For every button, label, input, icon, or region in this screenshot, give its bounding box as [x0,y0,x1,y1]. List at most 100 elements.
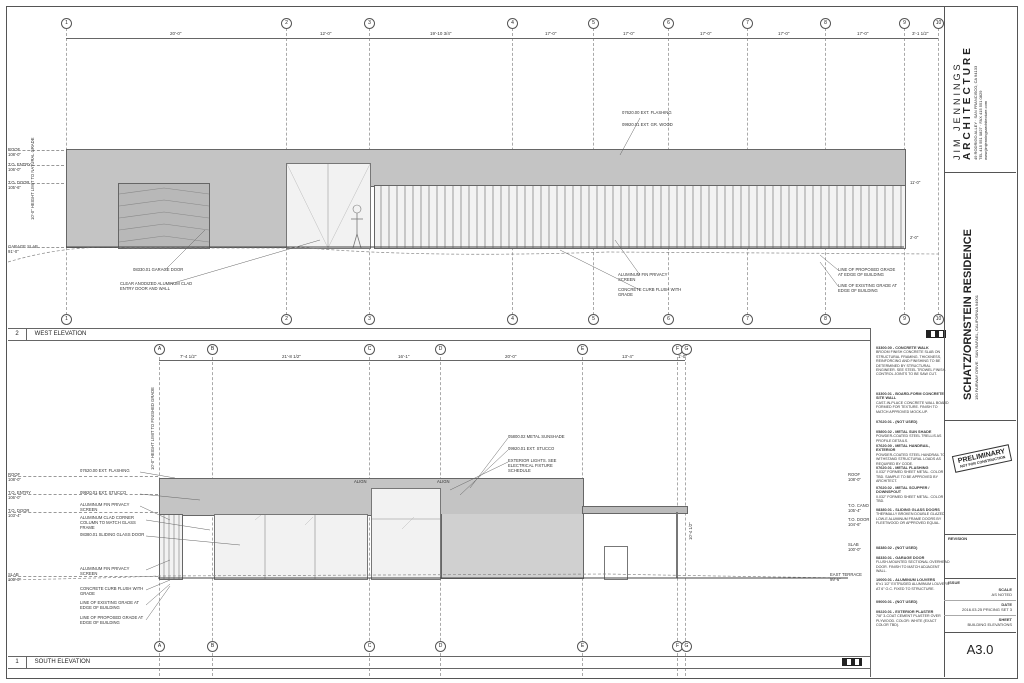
level-value: 105'-6" [8,185,21,190]
view-title: WEST ELEVATION [34,331,87,337]
scale-value: AS NOTED [991,592,1012,597]
level-value: 99'-6" [830,577,841,582]
entry-glazing [286,163,371,249]
level-name: T.O. DOOR [8,180,30,185]
dimension-label: 16'-1" [398,354,410,359]
dimension-label: 17'-0" [700,31,712,36]
west-elevation-title: 2 WEST ELEVATION [8,328,870,341]
level-value: 100'-0" [8,577,21,582]
dimension-label: 19'-10 3/4" [430,31,452,36]
level-value: 108'-0" [8,152,21,157]
callout-curb: CONCRETE CURB FLUSH WITH GRADE [80,586,144,596]
scale-label: SCALE [998,587,1012,592]
firm-name: JIM JENNINGS [952,61,962,160]
level-name: ROOF [848,472,861,477]
grid-bubble: 6 [663,18,674,29]
sheet-number: A3.0 [966,642,994,657]
west-upper-wall [66,149,906,187]
vertical-dimension: 10'-4 1/2" [688,522,693,540]
dimension-label: 17'-0" [857,31,869,36]
sheet-label: SHEET [998,617,1012,622]
dimension-label: 17'-0" [623,31,635,36]
drawing-sheet [6,6,1018,679]
dimension-label: 21'-8 1/2" [282,354,301,359]
date-value: 2016.03.25 PRICING SET 3 [962,607,1012,612]
grid-bubble: 7 [742,18,753,29]
dimension-label: 20'-0" [170,31,182,36]
level-value: 103'-4" [8,513,21,518]
project-block: SCHATZ/ORNSTEIN RESIDENCE 150 FAIRWAY DR… [962,229,979,400]
level-name: T.O. ENTRY [8,162,31,167]
revision-label: REVISION [948,536,968,541]
level-name: ROOF [8,147,21,152]
callout-metal-sunshade: 05800.02 METAL SUNSHADE [508,434,565,439]
level-name: T.O. DOOR [8,508,30,513]
grid-bubble: C [364,344,375,355]
project-name: SCHATZ/ORNSTEIN RESIDENCE [962,229,974,400]
grid-bubble: 2 [281,18,292,29]
grid-bubble: A [154,641,165,652]
grid-bubble: 7 [742,314,753,325]
grid-bubble: B [207,344,218,355]
grid-bubble: 4 [507,314,518,325]
spec-note: 07620.01 - (NOT USED) [876,420,918,424]
callout-curb: CONCRETE CURB FLUSH WITH GRADE [618,287,682,297]
level-value: 108'-0" [8,477,21,482]
dimension-label: 17'-0" [778,31,790,36]
scale-bar [926,330,946,338]
grid-bubble: E [577,641,588,652]
level-name: EAST TERRACE [830,572,862,577]
level-value: 91'-0" [8,249,19,254]
level-name: T.O. DOOR [848,517,870,522]
callout-existing-grade: LINE OF EXISTING GRADE AT EDGE OF BUILDI… [80,600,139,610]
issue-label: ISSUE [948,580,961,585]
level-value: 104'-6" [848,522,861,527]
grid-bubble: C [364,641,375,652]
grid-bubble: 6 [663,314,674,325]
grid-bubble: 8 [820,314,831,325]
vertical-dimension: 2'-0" [910,235,919,240]
height-limit-label: 10'-0" HEIGHT LIMIT TO FINISHED GRADE [150,387,155,470]
sliding-door-east [371,488,441,580]
dimension-label: 7'-4 1/2" [180,354,197,359]
callout-entry: CLEAR ANODIZED ALUMINUM CLAD ENTRY DOOR … [120,281,193,291]
view-number: 1 [8,657,27,668]
spec-note: 03300.01 - BOARD-FORM CONCRETE SITE WALL… [876,392,949,414]
grid-bubble: 9 [899,314,910,325]
level-name: GARAGE SLAB [8,244,38,249]
dimension-label: 17'-0" [545,31,557,36]
callout-proposed-grade: LINE OF PROPOSED GRADE AT EDGE OF BUILDI… [80,615,144,625]
callout-flashing: 07620.00 EXT. FLASHING [80,468,130,473]
callout-proposed-grade: LINE OF PROPOSED GRADE AT EDGE OF BUILDI… [838,267,896,277]
grid-bubble: B [207,641,218,652]
level-value: 105'-4" [848,508,861,513]
height-limit-label: 10'-0" HEIGHT LIMIT TO NATURAL GRADE [30,137,35,221]
dimension-label: 12'-0" [320,31,332,36]
level-value: 108'-0" [848,477,861,482]
grid-bubble: G [681,344,692,355]
grid-bubble: G [681,641,692,652]
sliding-door-west [214,514,368,580]
dimension-label: 1'-0" [678,354,687,359]
callout-stucco-south: 09920.01 EXT. STUCCO [508,446,555,451]
scale-bar [842,658,862,666]
firm-subtitle: ARCHITECTURE [962,45,973,160]
grid-bubble: 5 [588,18,599,29]
view-title: SOUTH ELEVATION [34,659,91,665]
dimension-label: 20'-0" [505,354,517,359]
south-lower-wall [441,514,584,579]
callout-fin-screen-bottom: ALUMINUM FIN PRIVACY SCREEN [80,566,130,576]
grid-bubble: 10 [933,314,944,325]
grid-bubble: A [154,344,165,355]
level-name: ROOF [8,472,21,477]
callout-fin-screen: ALUMINUM FIN PRIVACY SCREEN [618,272,668,282]
project-address: 150 FAIRWAY DRIVE · SAN RAFAEL, CALIFORN… [974,294,979,400]
dimension-label: 3'-1 1/2" [912,31,929,36]
